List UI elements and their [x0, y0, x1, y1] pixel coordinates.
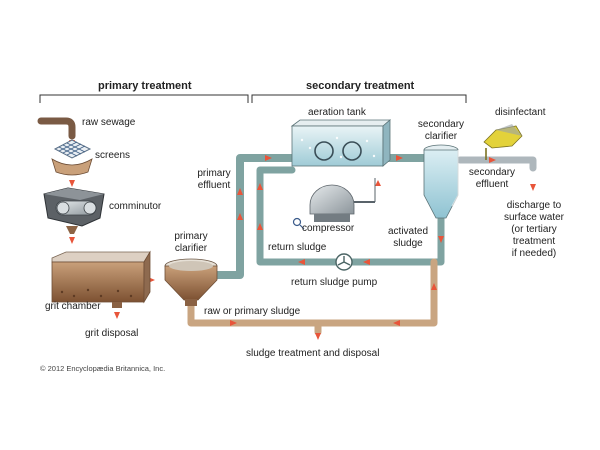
secondary-clarifier-line2: clarifier: [424, 131, 458, 142]
flow-arrow: [114, 312, 120, 319]
activated-sludge-line2: sludge: [393, 238, 423, 249]
secondary-effluent-line1: secondary: [468, 167, 516, 178]
comminutor-unit: [43, 187, 105, 234]
compressor-label: compressor: [302, 223, 355, 234]
flow-arrow: [431, 283, 437, 290]
flow-arrow: [230, 320, 237, 326]
activated-sludge-label: activated sludge: [383, 226, 433, 250]
secondary-effluent-pipe: [456, 156, 537, 172]
magnifier-icon: [292, 217, 305, 230]
flow-arrow: [393, 320, 400, 326]
copyright-notice: © 2012 Encyclopædia Britannica, Inc.: [40, 364, 166, 373]
flow-arrow: [363, 259, 370, 265]
discharge-line2: surface water: [503, 212, 565, 223]
primary-effluent-line2: effluent: [197, 180, 231, 191]
discharge-line5: if needed): [511, 248, 557, 259]
primary-treatment-heading: primary treatment: [98, 80, 192, 92]
discharge-line3: (or tertiary: [511, 224, 557, 235]
return-sludge-pipe: [256, 166, 445, 266]
sludge-line-pipe: [187, 258, 438, 327]
secondary-effluent-line2: effluent: [475, 179, 509, 190]
primary-clarifier-label: primary clarifier: [168, 231, 214, 255]
raw-or-primary-sludge-label: raw or primary sludge: [204, 306, 301, 317]
flow-arrow: [315, 333, 321, 340]
discharge-line1: discharge to: [506, 200, 562, 211]
primary-effluent-line1: primary: [197, 168, 231, 179]
secondary-clarifier-unit: [423, 144, 459, 219]
activated-sludge-line1: activated: [387, 226, 429, 237]
flow-arrow: [489, 157, 496, 163]
flow-arrow: [298, 259, 305, 265]
aeration-tank-unit: [290, 119, 392, 167]
screens-label: screens: [95, 150, 131, 161]
primary-clarifier-line2: clarifier: [174, 243, 208, 254]
screens-unit: [51, 139, 93, 176]
aeration-tank-label: aeration tank: [308, 107, 366, 118]
flow-arrow: [237, 188, 243, 195]
primary-effluent-label: primary effluent: [191, 168, 237, 192]
primary-clarifier-unit: [164, 258, 218, 306]
primary-clarifier-line1: primary: [174, 231, 208, 242]
grit-disposal-label: grit disposal: [85, 328, 139, 339]
flow-arrow: [237, 213, 243, 220]
secondary-treatment-heading: secondary treatment: [306, 80, 415, 92]
discharge-line4: treatment: [512, 236, 556, 247]
sludge-treatment-label: sludge treatment and disposal: [246, 348, 380, 359]
flow-arrow: [438, 236, 444, 243]
comminutor-label: comminutor: [109, 201, 162, 212]
raw-sewage-pipe: [37, 117, 76, 140]
secondary-clarifier-line1: secondary: [417, 119, 465, 130]
grit-chamber-label: grit chamber: [45, 301, 101, 312]
flow-arrow: [396, 155, 403, 161]
flow-arrow: [257, 183, 263, 190]
flow-arrow: [69, 237, 75, 244]
return-sludge-label: return sludge: [268, 242, 327, 253]
disinfectant-unit: [483, 124, 523, 160]
grit-chamber-unit: [51, 250, 151, 308]
return-sludge-pump-unit: [335, 253, 353, 271]
compressor-unit: [309, 178, 376, 222]
flow-arrow: [530, 184, 536, 191]
secondary-bracket: [251, 94, 467, 103]
primary-bracket: [39, 94, 249, 103]
discharge-label: discharge to surface water (or tertiary …: [501, 200, 567, 260]
secondary-clarifier-label: secondary clarifier: [412, 119, 470, 143]
flow-arrow: [69, 180, 75, 187]
flow-arrow: [375, 180, 381, 186]
flow-arrow: [265, 155, 272, 161]
disinfectant-label: disinfectant: [495, 107, 546, 118]
return-sludge-pump-label: return sludge pump: [291, 277, 378, 288]
raw-sewage-label: raw sewage: [82, 117, 136, 128]
flow-arrow: [257, 223, 263, 230]
secondary-effluent-label: secondary effluent: [464, 167, 520, 191]
